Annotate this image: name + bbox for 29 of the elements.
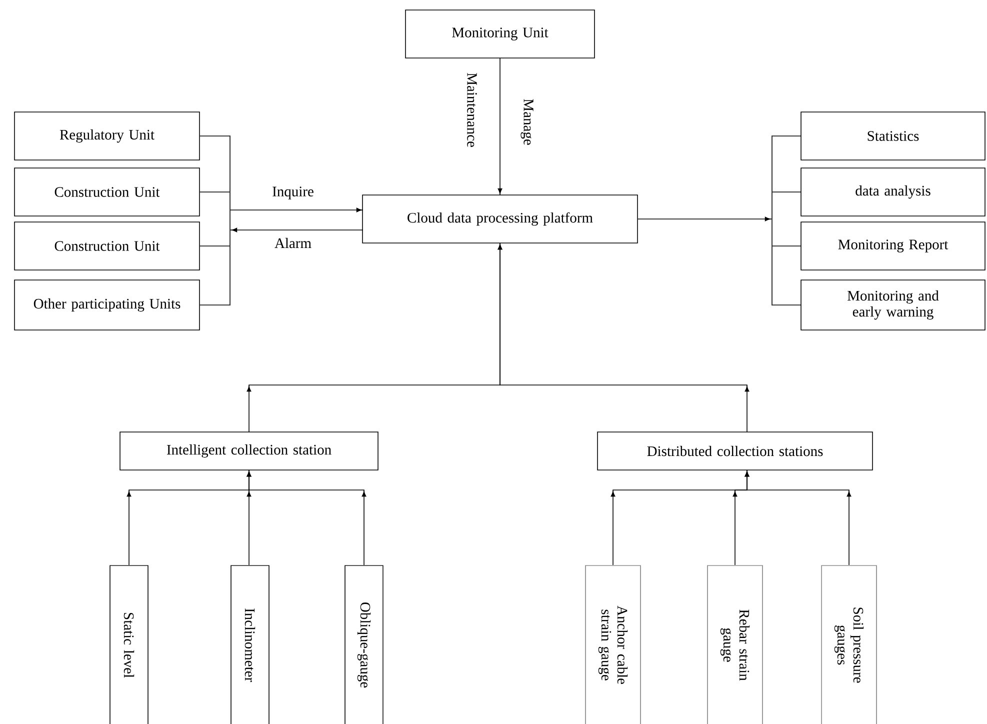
sensor-box: Oblique-gauge <box>344 565 384 724</box>
connector-arrow <box>246 470 366 566</box>
unit-box: Other participating Units <box>14 280 200 330</box>
connector-arrow <box>498 58 502 196</box>
unit-box: Construction Unit <box>14 222 200 270</box>
unit-box: Construction Unit <box>14 168 200 216</box>
station-box: Intelligent collection station <box>120 432 378 470</box>
platform-box: Cloud data processing platform <box>362 194 638 244</box>
sensor-box: Inclinometer <box>230 565 270 724</box>
output-box: Monitoring and early warning <box>800 280 986 330</box>
edge-label: Alarm <box>273 236 313 250</box>
output-box: Monitoring Report <box>800 222 986 270</box>
connector-arrow <box>498 242 750 432</box>
sensor-box: Soil pressure gauges <box>821 565 877 724</box>
connector-arrow <box>230 228 364 232</box>
sensor-box: Anchor cable strain gauge <box>585 565 641 724</box>
connector-arrow <box>638 216 772 222</box>
sensor-box: Static level <box>110 565 148 724</box>
edge-label: Inquire <box>271 186 315 200</box>
connector-arrow <box>744 470 852 566</box>
station-box: Distributed collection stations <box>597 432 873 470</box>
edge-label: Manage <box>520 98 534 146</box>
unit-box: Regulatory Unit <box>14 112 200 160</box>
output-box: Statistics <box>800 112 986 160</box>
output-box: data analysis <box>800 168 986 216</box>
unit-box: Monitoring Unit <box>405 10 595 58</box>
line-label: Maintenance <box>466 72 478 148</box>
sensor-box: Rebar strain gauge <box>707 565 763 724</box>
connector-arrow <box>230 208 364 212</box>
